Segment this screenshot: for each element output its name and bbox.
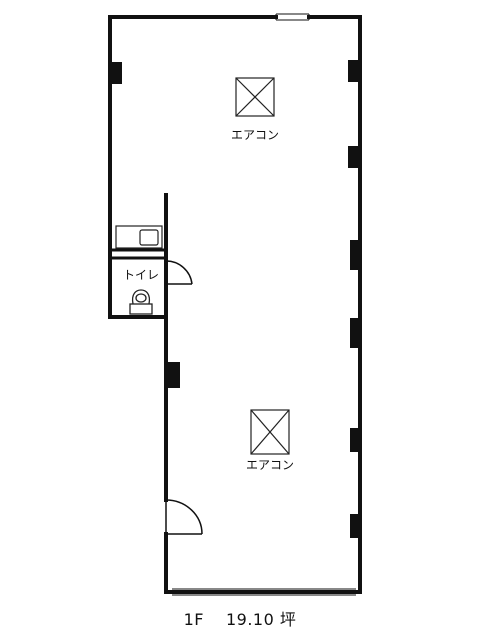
toilet-fixture (129, 289, 153, 315)
column-right-2 (348, 146, 360, 168)
column-right-1 (348, 60, 360, 82)
column-right-3 (350, 240, 360, 270)
toilet-door (165, 260, 193, 285)
area-label: 19.10 坪 (225, 610, 297, 629)
column-left-upper (110, 62, 122, 84)
ac-lower-label: エアコン (246, 458, 294, 472)
column-left-lower (166, 362, 180, 388)
ac-lower-icon (250, 409, 290, 455)
toilet-label: トイレ (123, 268, 159, 282)
toilet-block (110, 248, 166, 260)
entrance-door (165, 499, 203, 535)
ac-upper-label: エアコン (231, 128, 279, 142)
column-right-5 (350, 428, 360, 452)
washbasin (115, 225, 163, 249)
floor-label: 1F (183, 610, 204, 629)
column-right-6 (350, 514, 360, 538)
ac-upper-icon (235, 77, 275, 117)
top-window (275, 13, 310, 21)
bottom-window (172, 588, 356, 596)
column-right-4 (350, 318, 360, 348)
columns (110, 60, 360, 538)
floor-caption: 1F 19.10 坪 (0, 606, 480, 630)
